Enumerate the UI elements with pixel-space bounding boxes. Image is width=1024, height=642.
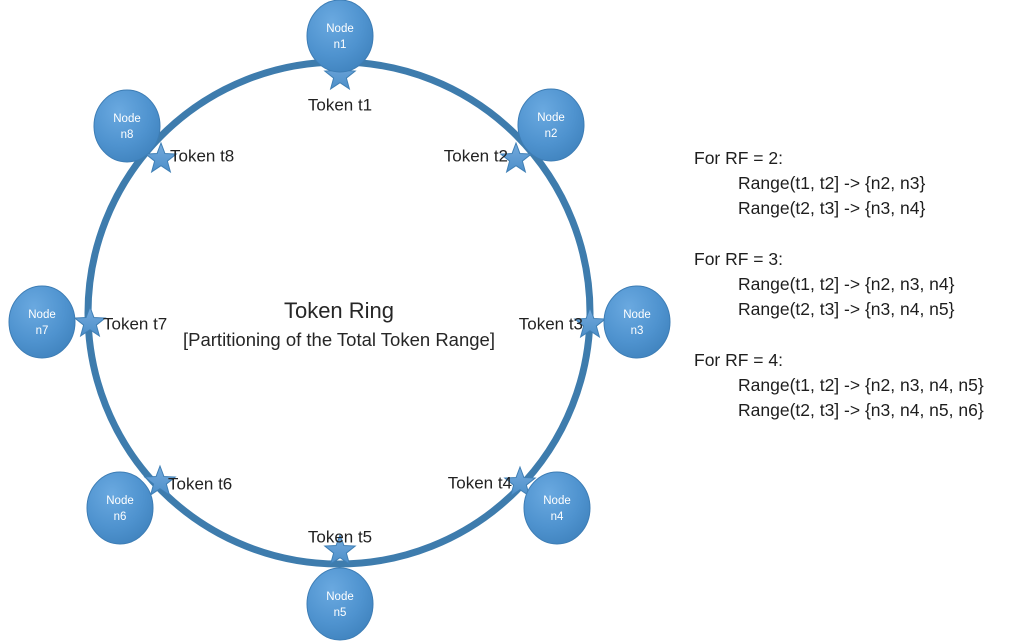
node-label-word: Node: [28, 309, 56, 321]
token-label-token-t3: Token t3: [519, 314, 583, 333]
node-label-word: Node: [537, 112, 565, 124]
legend-line: Range(t2, t3] -> {n3, n4}: [738, 198, 926, 218]
star-t5: [323, 533, 357, 566]
node-label-word: Node: [623, 309, 651, 321]
token-label-token-t1: Token t1: [308, 95, 372, 114]
node-circle-n3: [603, 285, 671, 359]
node-label-id: n8: [121, 129, 134, 141]
node-label-word: Node: [326, 23, 354, 35]
token-label-token-t6: Token t6: [168, 474, 232, 493]
star-t6: [143, 464, 177, 497]
node-circle-n2: [517, 88, 585, 162]
ring-node-n3[interactable]: Node n3: [603, 285, 671, 359]
node-circle-n1: [306, 0, 374, 73]
legend-line: Range(t1, t2] -> {n2, n3}: [738, 173, 926, 193]
node-label-word: Node: [326, 591, 354, 603]
node-label-id: n1: [334, 39, 347, 51]
token-label-token-t5: Token t5: [308, 527, 372, 546]
node-label-word: Node: [106, 495, 134, 507]
ring-node-n2[interactable]: Node n2: [517, 88, 585, 162]
ring-node-n4[interactable]: Node n4: [523, 471, 591, 545]
ring-node-n7[interactable]: Node n7: [8, 285, 76, 359]
node-circle-n5: [306, 567, 374, 641]
star-t3: [573, 306, 607, 339]
ring-center-subtitle: [Partitioning of the Total Token Range]: [183, 329, 495, 350]
node-label-id: n4: [551, 511, 564, 523]
legend-block-2: For RF = 4: Range(t1, t2] -> {n2, n3, n4…: [694, 348, 1024, 423]
legend-block-1: For RF = 3: Range(t1, t2] -> {n2, n3, n4…: [694, 247, 1024, 322]
node-label-id: n2: [545, 128, 558, 140]
star-t1: [323, 58, 357, 91]
legend-line: Range(t2, t3] -> {n3, n4, n5}: [738, 299, 955, 319]
token-markers: [73, 58, 607, 566]
node-circle-n8: [93, 89, 161, 163]
node-circle-n4: [523, 471, 591, 545]
node-label-id: n3: [631, 325, 644, 337]
node-label-word: Node: [113, 113, 141, 125]
legend-heading: For RF = 4:: [694, 350, 783, 370]
star-t8: [144, 141, 178, 174]
star-t2: [499, 141, 533, 174]
token-label-token-t4: Token t4: [448, 473, 512, 492]
legend-line: Range(t1, t2] -> {n2, n3, n4}: [738, 274, 955, 294]
token-label-token-t2: Token t2: [444, 146, 508, 165]
ring-nodes: Noden1Noden2Noden3Noden4Noden5Noden6Node…: [8, 0, 671, 641]
token-label-token-t8: Token t8: [170, 146, 234, 165]
token-labels: Token t1 Token t2 Token t3 Token t4 Token t5…: [103, 95, 583, 546]
ring-node-n8[interactable]: Node n8: [93, 89, 161, 163]
legend-line: Range(t1, t2] -> {n2, n3, n4, n5}: [738, 375, 984, 395]
token-label-token-t7: Token t7: [103, 314, 167, 333]
legend-heading: For RF = 2:: [694, 148, 783, 168]
ring-node-n1[interactable]: Node n1: [306, 0, 374, 73]
star-t7: [73, 305, 107, 338]
node-circle-n7: [8, 285, 76, 359]
legend-block-0: For RF = 2: Range(t1, t2] -> {n2, n3} Ra…: [694, 146, 1024, 221]
ring-node-n6[interactable]: Node n6: [86, 471, 154, 545]
ring-center-title: Token Ring: [284, 298, 394, 323]
replication-factor-legend: For RF = 2: Range(t1, t2] -> {n2, n3} Ra…: [694, 146, 1024, 423]
ring-node-n5[interactable]: Node n5: [306, 567, 374, 641]
node-label-id: n7: [36, 325, 49, 337]
node-circle-n6: [86, 471, 154, 545]
node-label-word: Node: [543, 495, 571, 507]
legend-heading: For RF = 3:: [694, 249, 783, 269]
legend-line: Range(t2, t3] -> {n3, n4, n5, n6}: [738, 400, 984, 420]
node-label-id: n5: [334, 607, 347, 619]
node-label-id: n6: [114, 511, 127, 523]
star-t4: [503, 465, 537, 498]
